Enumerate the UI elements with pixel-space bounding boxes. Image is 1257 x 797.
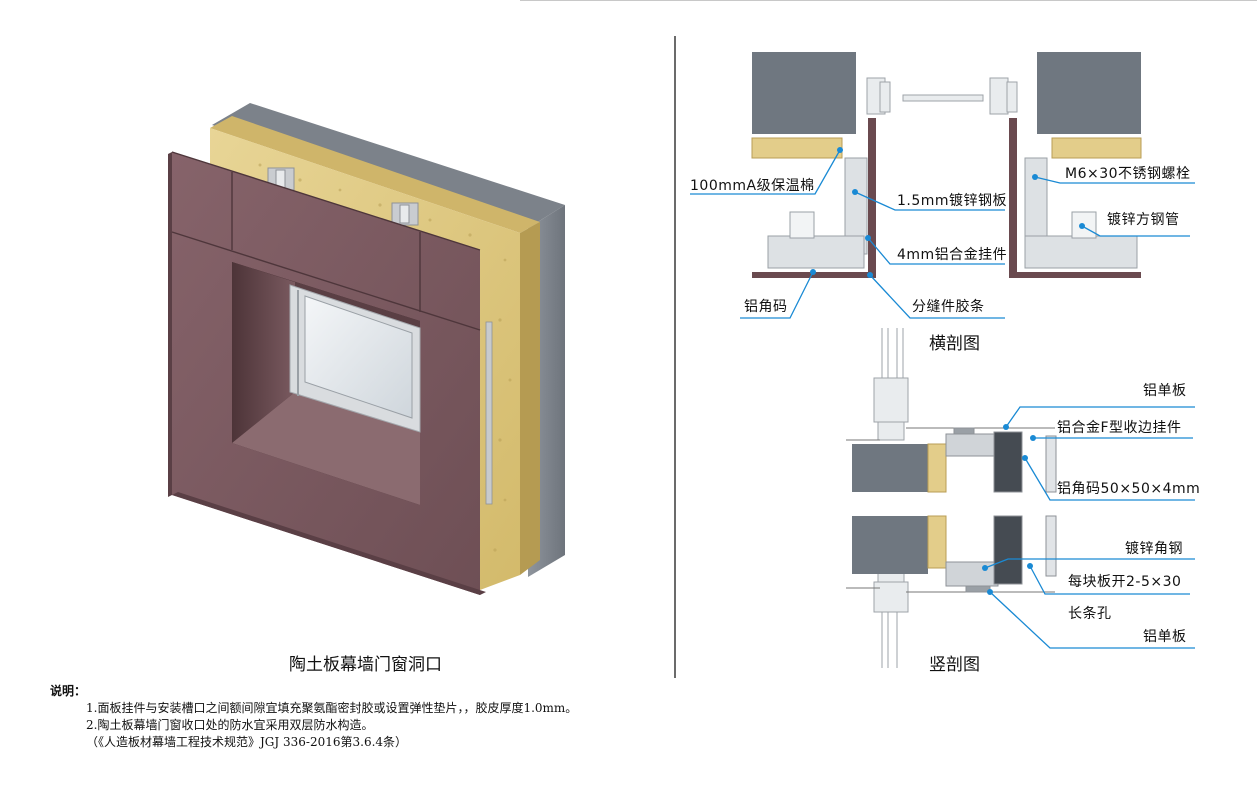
- label-slot-holes: 每块板开2-5×30: [1068, 574, 1182, 590]
- vertical-leaders: [984, 406, 1195, 649]
- horizontal-caption: 横剖图: [929, 334, 980, 354]
- aluminium-panels: [953, 427, 1057, 593]
- clay-panel-window-opening-illustration: [168, 103, 565, 595]
- horizontal-section-drawing: [690, 52, 1195, 319]
- label-slot-holes-2: 长条孔: [1068, 606, 1112, 622]
- concrete-wall-top: [212, 103, 565, 228]
- notes-title: 说明：: [50, 684, 87, 698]
- clay-panel-edge: [168, 152, 172, 497]
- note-line-2: 2.陶土板幕墙门窗收口处的防水宜采用双层防水构造。: [86, 718, 374, 732]
- opening-reveal-left: [232, 262, 295, 443]
- concrete-lower: [852, 516, 928, 574]
- label-hanger: 4mm铝合金挂件: [897, 247, 1008, 263]
- concrete-upper: [852, 444, 928, 492]
- label-angle-code-h: 铝角码: [744, 299, 788, 315]
- insulation-side: [520, 222, 540, 575]
- brackets-horizontal: [767, 157, 1138, 269]
- note-line-1: 1.面板挂件与安装槽口之间额间隙宜填充聚氨酯密封胶或设置弹性垫片，，胶皮厚度1.…: [86, 701, 578, 715]
- notes-block: 说明： 1.面板挂件与安装槽口之间额间隙宜填充聚氨酯密封胶或设置弹性垫片，，胶皮…: [50, 683, 577, 751]
- left-caption: 陶土板幕墙门窗洞口: [289, 655, 442, 675]
- horizontal-leaders: [690, 149, 1195, 319]
- vertical-leader-dots: [982, 424, 1036, 595]
- center-divider: [674, 36, 676, 678]
- insulation-texture: [258, 163, 512, 552]
- opening-sill: [232, 392, 420, 505]
- insulation-strip-right: [1051, 137, 1142, 159]
- label-joint-strip: 分缝件胶条: [912, 299, 985, 315]
- label-steel-plate: 1.5mm镀锌钢板: [897, 193, 1008, 209]
- horizontal-leader-dots: [810, 147, 1085, 278]
- top-rule: [520, 0, 1257, 1]
- window-glass: [304, 295, 413, 419]
- window-frame-vertical: [873, 377, 909, 613]
- vertical-caption: 竖剖图: [929, 655, 980, 675]
- insulation-upper: [927, 443, 947, 493]
- steel-angles: [945, 431, 1023, 587]
- label-single-panel-top: 铝单板: [1143, 383, 1187, 399]
- panel-seams: [171, 151, 481, 331]
- vertical-section-drawing: [846, 328, 1195, 668]
- concrete-right: [1037, 52, 1141, 134]
- label-insulation: 100mmA级保温棉: [690, 178, 815, 194]
- insulation-top: [210, 116, 540, 233]
- note-line-3: （《人造板材幕墙工程技术规范》JGJ 336-2016第3.6.4条）: [86, 735, 408, 749]
- steel-bracket-right: [391, 202, 419, 226]
- label-angle-steel: 镀锌角钢: [1125, 541, 1183, 557]
- label-single-panel-bottom: 铝单板: [1143, 629, 1187, 645]
- label-bolt: M6×30不锈钢螺栓: [1065, 166, 1191, 182]
- label-angle-code-v: 铝角码50×50×4mm: [1057, 481, 1201, 497]
- window-profile-top: [866, 77, 1018, 115]
- concrete-left: [752, 52, 856, 134]
- label-square-tube: 镀锌方钢管: [1107, 212, 1180, 228]
- label-f-hanger: 铝合金F型收边挂件: [1057, 420, 1182, 436]
- clay-panel-bottom-edge: [172, 492, 486, 595]
- insulation-lower: [927, 515, 947, 569]
- aluminium-rail: [485, 321, 493, 505]
